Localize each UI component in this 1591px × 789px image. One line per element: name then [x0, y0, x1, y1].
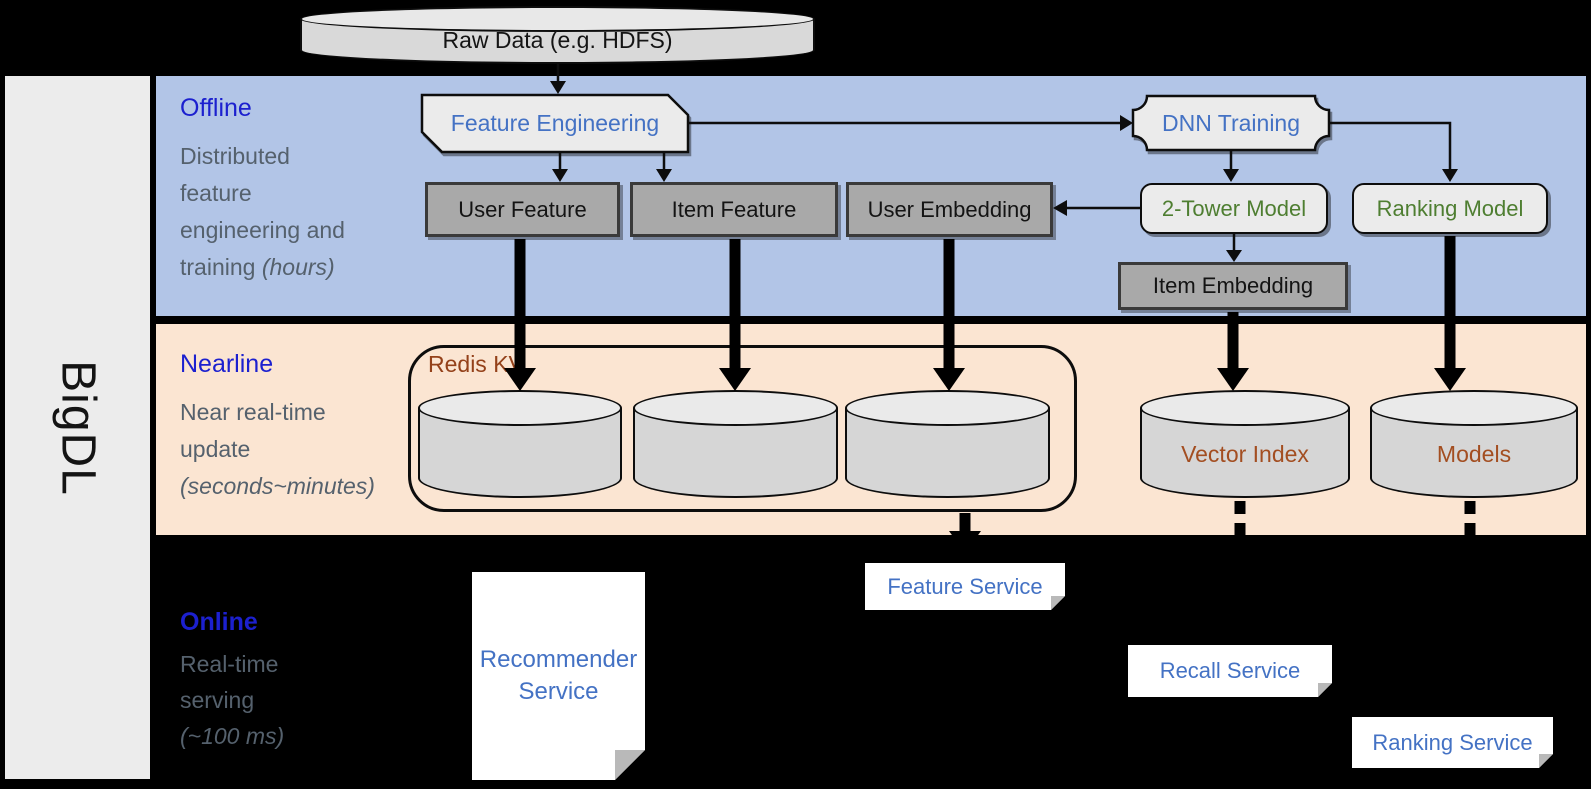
feature-service-node: Feature Service [865, 563, 1065, 610]
page-fold-icon [1539, 754, 1553, 768]
online-title: Online [180, 608, 258, 636]
page-fold-icon [1318, 683, 1332, 697]
user-embedding-node: User Embedding [846, 182, 1053, 237]
offline-desc-italic: (hours) [261, 254, 335, 280]
online-description: Real-time serving (~100 ms) [180, 646, 284, 754]
two-tower-model-node: 2-Tower Model [1140, 183, 1328, 234]
ranking-model-node: Ranking Model [1352, 183, 1548, 234]
cylinder-body [1370, 408, 1578, 498]
ranking-service-node: Ranking Service [1352, 717, 1553, 768]
cylinder-top [300, 6, 815, 32]
feature-engineering-shape [420, 93, 690, 154]
raw-data-label: Raw Data (e.g. HDFS) [442, 26, 673, 53]
online-desc-line: serving [180, 687, 255, 713]
page-fold-icon [615, 750, 645, 780]
vector-index-label: Vector Index [1181, 440, 1309, 467]
vector-index-cylinder: Vector Index [1140, 390, 1350, 498]
feature-service-label: Feature Service [887, 573, 1043, 599]
dnn-training-node: DNN Training [1161, 109, 1301, 136]
nearline-description: Near real-time update (seconds~minutes) [180, 394, 375, 505]
item-embedding-node: Item Embedding [1118, 262, 1348, 310]
recall-service-label: Recall Service [1159, 658, 1301, 683]
cylinder-top [845, 390, 1050, 426]
cylinder-top [1370, 390, 1578, 426]
offline-desc-plain: training [180, 254, 262, 280]
offline-title: Offline [180, 94, 252, 122]
redis-shard-cylinder-icon [633, 390, 838, 498]
online-desc-italic: (~100 ms) [180, 723, 285, 749]
raw-data-cylinder-icon: Raw Data (e.g. HDFS) [300, 6, 815, 64]
nearline-desc-line: update [180, 436, 251, 462]
ranking-service-label: Ranking Service [1372, 729, 1533, 755]
offline-desc-line: training (hours) [180, 249, 345, 286]
cylinder-top [418, 390, 622, 426]
offline-desc-line: Distributed [180, 143, 290, 169]
nearline-title: Nearline [180, 350, 274, 378]
recall-service-node: Recall Service [1128, 645, 1332, 697]
page-fold-icon [1051, 596, 1065, 610]
cylinder-top [1140, 390, 1350, 426]
offline-description: Distributed feature engineering and trai… [180, 138, 345, 286]
feature-engineering-node: Feature Engineering [450, 110, 660, 136]
models-cylinder: Models [1370, 390, 1578, 498]
cylinder-body [418, 408, 622, 498]
offline-desc-line: engineering and [180, 217, 345, 243]
recommender-service-node: Recommender Service [472, 572, 645, 780]
recommender-service-label: Recommender Service [479, 646, 638, 705]
user-feature-node: User Feature [425, 182, 620, 237]
cylinder-top [633, 390, 838, 426]
dnn-training-shape [1131, 94, 1331, 152]
redis-kv-label: Redis KV [428, 351, 524, 377]
redis-kv-container [408, 345, 1077, 512]
models-label: Models [1436, 440, 1512, 467]
bigdl-label: BigDL [51, 359, 104, 496]
item-feature-node: Item Feature [630, 182, 838, 237]
nearline-desc-italic: (seconds~minutes) [180, 473, 375, 499]
redis-shard-cylinder-icon [418, 390, 622, 498]
bigdl-sidebar: BigDL [5, 76, 150, 779]
offline-desc-line: feature [180, 180, 252, 206]
online-desc-line: Real-time [180, 651, 279, 677]
nearline-desc-line: Near real-time [180, 399, 326, 425]
cylinder-body [1140, 408, 1350, 498]
redis-shard-cylinder-icon [845, 390, 1050, 498]
